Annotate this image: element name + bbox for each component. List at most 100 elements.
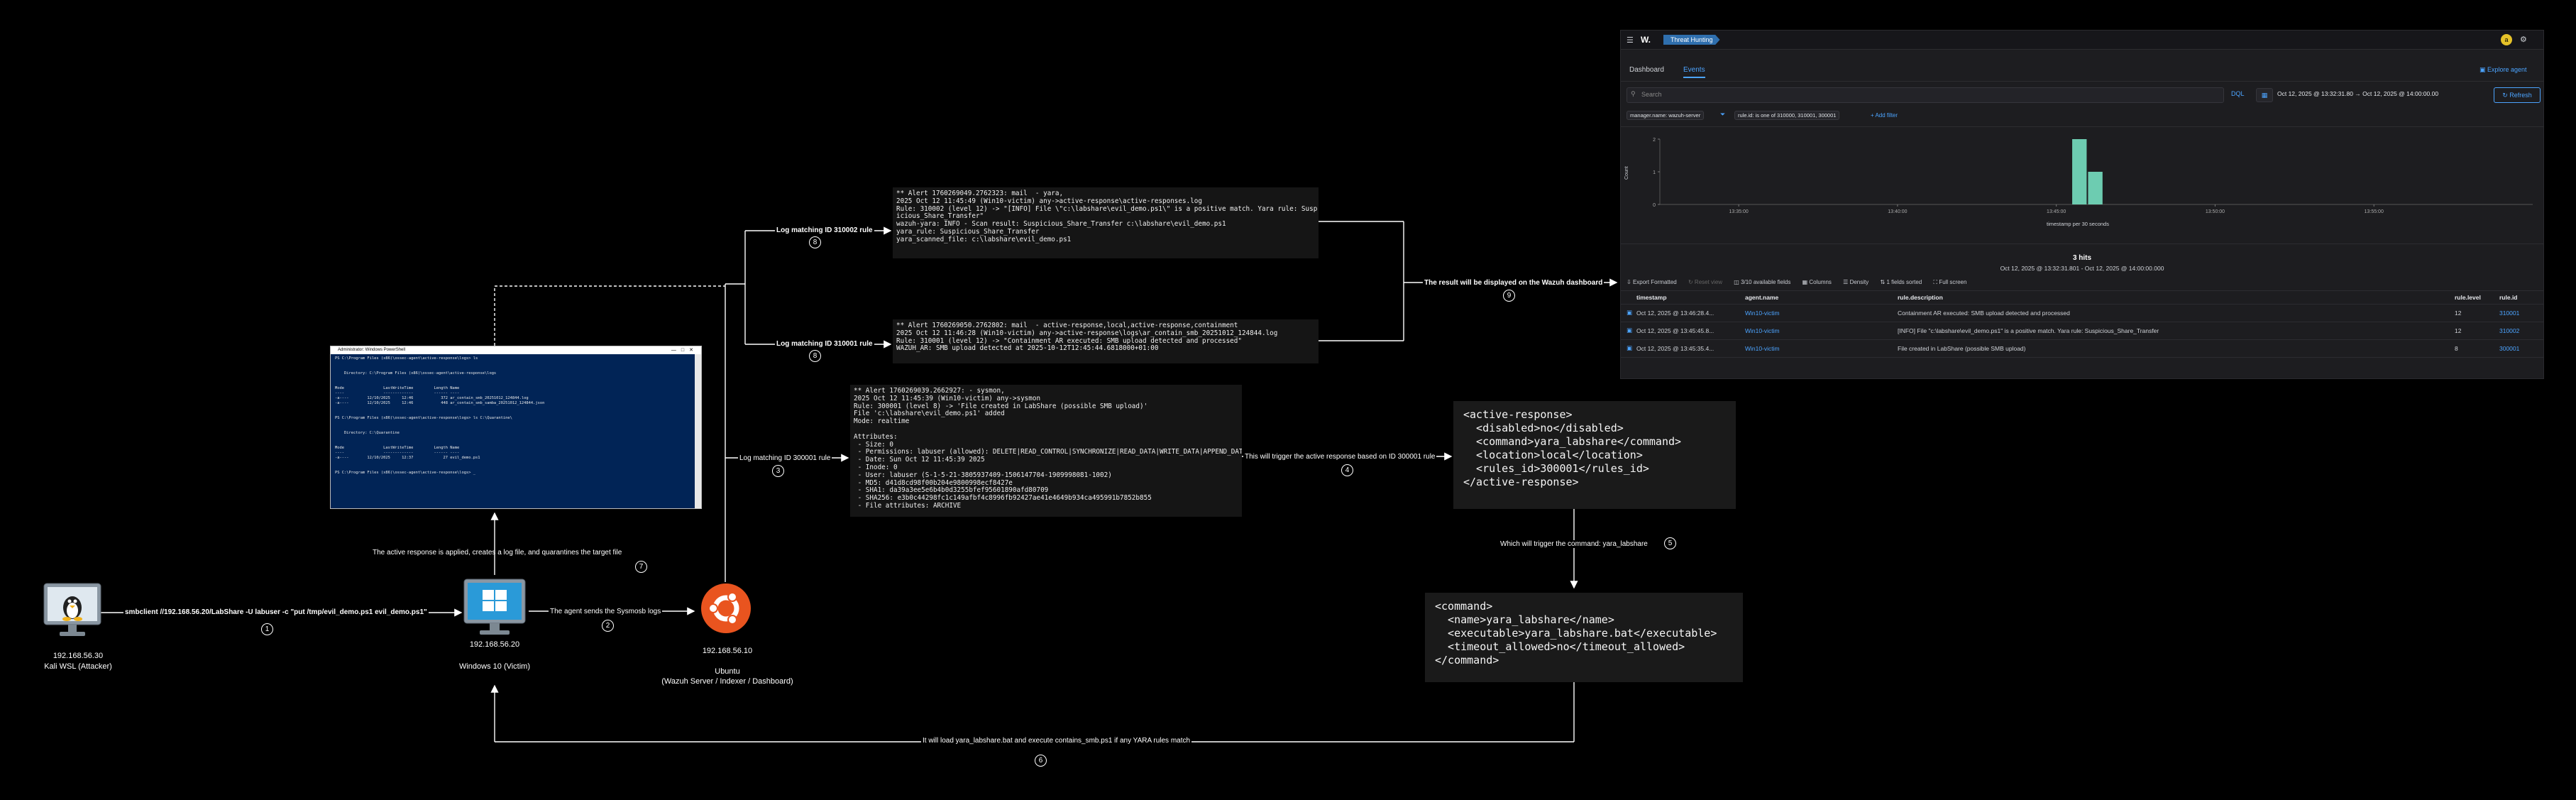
label-log-310001: Log matching ID 310001 rule [775, 340, 874, 348]
powershell-scrollbar[interactable] [695, 354, 701, 508]
y-tick-label: 0 [1653, 203, 1656, 208]
x-tick-label: 13:50:00 [2206, 209, 2225, 214]
label-trigger-command: Which will trigger the command: yara_lab… [1499, 540, 1649, 548]
table-row[interactable]: ▣ Oct 12, 2025 @ 13:45:35.4... Win10-vic… [1621, 340, 2543, 357]
row-description: Containment AR executed: SMB upload dete… [1898, 309, 2070, 317]
alert-310002-log: ** Alert 1760269049.2762323: mail - yara… [893, 187, 1319, 258]
search-input[interactable]: Search [1641, 91, 1662, 98]
explore-agent-button[interactable]: ▣ Explore agent [2479, 66, 2527, 74]
reset-view-button[interactable]: ↻ Reset view [1688, 279, 1723, 285]
date-range[interactable]: Oct 12, 2025 @ 13:32:31.80 → Oct 12, 202… [2277, 90, 2439, 97]
table-row[interactable]: ▣ Oct 12, 2025 @ 13:46:28.4... Win10-vic… [1621, 305, 2543, 322]
density-label: Density [1849, 279, 1869, 285]
x-tick-label: 13:35:00 [1729, 209, 1749, 214]
explore-agent-label: Explore agent [2487, 66, 2527, 73]
row-agent[interactable]: Win10-victim [1745, 327, 1780, 334]
alert-310001-log: ** Alert 1760269050.2762802: mail - acti… [893, 319, 1319, 363]
step-8b: 8 [809, 350, 821, 362]
filter-icon[interactable]: ⏷ [1720, 111, 1726, 118]
refresh-button[interactable]: ↻ Refresh [2494, 87, 2541, 103]
expand-row-icon[interactable]: ▣ [1626, 309, 1633, 316]
step-1: 1 [261, 623, 273, 635]
label-smbclient: smbclient //192.168.56.20/LabShare -U la… [123, 608, 429, 616]
row-timestamp: Oct 12, 2025 @ 13:45:35.4... [1636, 345, 1714, 352]
refresh-icon: ↻ [2502, 92, 2510, 99]
col-timestamp[interactable]: timestamp [1636, 294, 1667, 301]
powershell-output: PS C:\Program Files (x86)\ossec-agent\ac… [335, 356, 545, 475]
columns-label: Columns [1809, 279, 1832, 285]
tab-dashboard[interactable]: Dashboard [1629, 66, 1664, 74]
row-timestamp: Oct 12, 2025 @ 13:45:45.8... [1636, 327, 1714, 334]
kali-ip: 192.168.56.30 [53, 652, 104, 660]
row-description: File created in LabShare (possible SMB u… [1898, 345, 2026, 352]
app-breadcrumb[interactable]: Threat Hunting [1663, 35, 1720, 45]
x-tick-label: 13:45:00 [2047, 209, 2066, 214]
step-9: 9 [1503, 290, 1515, 302]
step-7: 7 [635, 561, 647, 573]
label-ar-applied: The active response is applied, creates … [373, 549, 622, 557]
gear-icon[interactable]: ⚙ [2520, 35, 2527, 44]
wazuh-dashboard: ☰ W. Threat Hunting a ⚙ Dashboard Events… [1620, 30, 2544, 379]
grid-toolbar: ⇩ Export Formatted ↻ Reset view ◫ 3/10 a… [1626, 279, 1966, 286]
windows-icon [463, 579, 526, 635]
expand-row-icon[interactable]: ▣ [1626, 327, 1633, 334]
alert-300001-log: ** Alert 1760269039.2662927: - sysmon, 2… [850, 385, 1242, 517]
kali-monitor [43, 582, 102, 639]
filter-rule-id[interactable]: rule.id: is one of 310000, 310001, 30000… [1734, 111, 1840, 120]
search-bar[interactable]: ⚲ Search [1626, 87, 2224, 103]
export-formatted-button[interactable]: ⇩ Export Formatted [1626, 279, 1677, 285]
col-rule-level[interactable]: rule.level [2455, 294, 2481, 301]
row-rule-id[interactable]: 310002 [2499, 327, 2520, 334]
add-filter-button[interactable]: + Add filter [1871, 112, 1898, 119]
menu-icon[interactable]: ☰ [1626, 36, 1634, 45]
filter-manager[interactable]: manager.name: wazuh-server [1626, 111, 1705, 120]
window-controls-icon[interactable]: —□✕ [671, 348, 698, 353]
row-rule-id[interactable]: 310001 [2499, 309, 2520, 317]
col-rule-description[interactable]: rule.description [1898, 294, 1943, 301]
density-button[interactable]: ☰ Density [1843, 279, 1869, 285]
histogram-bar [2088, 172, 2103, 204]
full-screen-button[interactable]: ⛶ Full screen [1933, 279, 1967, 285]
command-config: <command> <name>yara_labshare</name> <ex… [1425, 593, 1743, 682]
windows-monitor [463, 578, 527, 637]
hits-count: 3 hits [2072, 254, 2092, 262]
search-icon: ⚲ [1631, 90, 1636, 97]
row-description: [INFO] File "c:\labshare\evil_demo.ps1" … [1898, 327, 2159, 334]
chart-ylabel: Count [1624, 166, 1629, 180]
powershell-window: Administrator: Windows PowerShell —□✕ PS… [330, 346, 702, 509]
step-6: 6 [1035, 755, 1047, 767]
available-fields-button[interactable]: ◫ 3/10 available fields [1734, 279, 1791, 285]
col-rule-id[interactable]: rule.id [2499, 294, 2518, 301]
step-8a: 8 [809, 236, 821, 248]
histogram-bar [2072, 139, 2087, 204]
row-agent[interactable]: Win10-victim [1745, 309, 1780, 317]
row-agent[interactable]: Win10-victim [1745, 345, 1780, 352]
tab-events[interactable]: Events [1683, 66, 1705, 78]
linux-icon [43, 583, 101, 636]
sort-button[interactable]: ⇅ 1 fields sorted [1880, 279, 1922, 285]
step-2: 2 [602, 620, 614, 632]
row-timestamp: Oct 12, 2025 @ 13:46:28.4... [1636, 309, 1714, 317]
fullscreen-label: Full screen [1939, 279, 1967, 285]
active-response-config: <active-response> <disabled>no</disabled… [1453, 401, 1736, 509]
table-row[interactable]: ▣ Oct 12, 2025 @ 13:45:45.8... Win10-vic… [1621, 322, 2543, 339]
expand-row-icon[interactable]: ▣ [1626, 344, 1633, 351]
chart-xlabel: timestamp per 30 seconds [2047, 221, 2109, 227]
avatar[interactable]: a [2501, 34, 2512, 45]
columns-button[interactable]: ▦ Columns [1802, 279, 1832, 285]
step-4: 4 [1341, 464, 1353, 476]
explore-agent-icon: ▣ [2479, 66, 2488, 73]
row-rule-id[interactable]: 300001 [2499, 345, 2520, 352]
label-dashboard: The result will be displayed on the Wazu… [1423, 279, 1605, 287]
dql-toggle[interactable]: DQL [2231, 90, 2245, 97]
x-tick-label: 13:55:00 [2365, 209, 2384, 214]
label-trigger-ar: This will trigger the active response ba… [1243, 453, 1437, 461]
hits-range: Oct 12, 2025 @ 13:32:31.801 - Oct 12, 20… [2000, 265, 2164, 272]
powershell-title: Administrator: Windows PowerShell [338, 348, 406, 352]
col-agent-name[interactable]: agent.name [1745, 294, 1779, 301]
windows-ip: 192.168.56.20 [469, 640, 520, 649]
calendar-icon[interactable]: ▦ [2256, 88, 2273, 102]
label-load-bat: It will load yara_labshare.bat and execu… [921, 737, 1192, 745]
refresh-label: Refresh [2509, 92, 2532, 99]
